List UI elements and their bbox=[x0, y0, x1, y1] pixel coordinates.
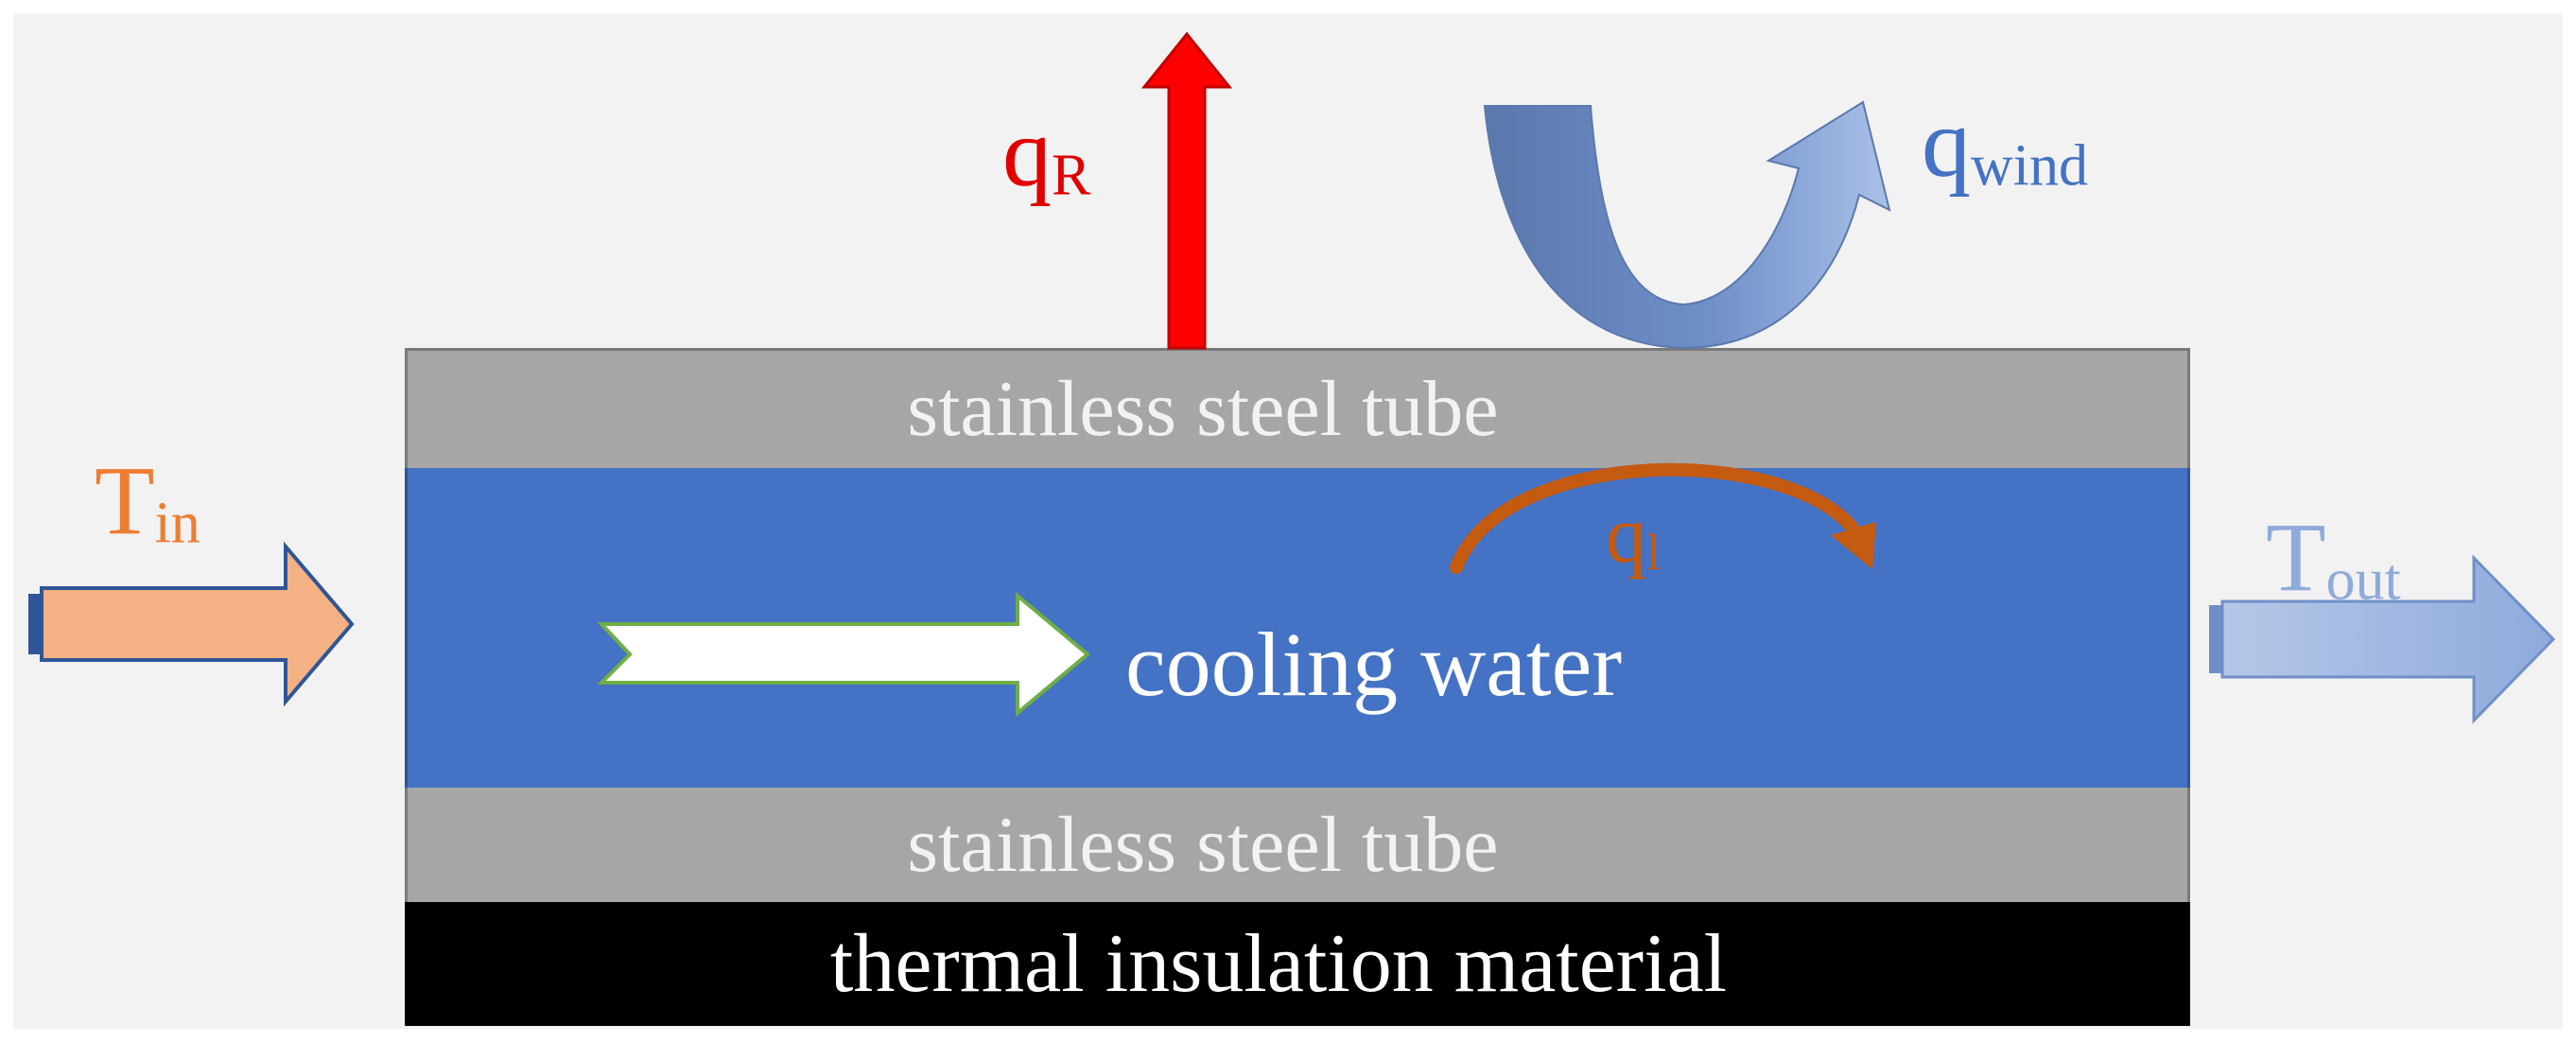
outlet-temperature-subscript: out bbox=[2325, 547, 2401, 613]
insulation-layer: thermal insulation material bbox=[405, 902, 2190, 1026]
wind-heat-label: qwind bbox=[1922, 95, 2088, 199]
steel-tube-bottom-label: stainless steel tube bbox=[907, 800, 1499, 889]
outlet-arrow-icon bbox=[2220, 554, 2556, 724]
radiation-heat-subscript: R bbox=[1052, 143, 1091, 208]
outlet-temperature-symbol: T bbox=[2266, 503, 2326, 612]
inlet-temperature-label: Tin bbox=[95, 452, 200, 556]
steel-tube-bottom-layer: stainless steel tube bbox=[405, 788, 2190, 902]
water-flow-arrow-icon bbox=[597, 591, 1091, 718]
conduction-heat-label: ql bbox=[1606, 494, 1661, 578]
inlet-arrow-icon bbox=[40, 541, 355, 707]
wind-heat-symbol: q bbox=[1922, 89, 1971, 198]
insulation-label: thermal insulation material bbox=[829, 917, 1728, 1010]
conduction-arrowhead-icon bbox=[1831, 522, 1876, 569]
inlet-arrow-tail-icon bbox=[28, 594, 42, 654]
wind-convection-arrow-icon bbox=[1483, 100, 1891, 350]
inlet-temperature-subscript: in bbox=[154, 491, 200, 556]
radiation-heat-label: qR bbox=[1002, 104, 1091, 208]
conduction-arrow-icon bbox=[1450, 462, 1860, 574]
inlet-temperature-symbol: T bbox=[95, 446, 155, 555]
outlet-arrow-tail-icon bbox=[2209, 605, 2222, 673]
wind-heat-subscript: wind bbox=[1971, 133, 2088, 199]
steel-tube-top-layer: stainless steel tube bbox=[405, 348, 2190, 468]
outlet-temperature-label: Tout bbox=[2266, 509, 2401, 613]
conduction-heat-symbol: q bbox=[1606, 489, 1646, 580]
radiation-arrow-icon bbox=[1140, 31, 1233, 350]
steel-tube-top-label: stainless steel tube bbox=[907, 365, 1499, 453]
cooling-water-label: cooling water bbox=[1125, 614, 1623, 715]
radiation-heat-symbol: q bbox=[1002, 98, 1052, 207]
conduction-heat-subscript: l bbox=[1646, 524, 1662, 582]
